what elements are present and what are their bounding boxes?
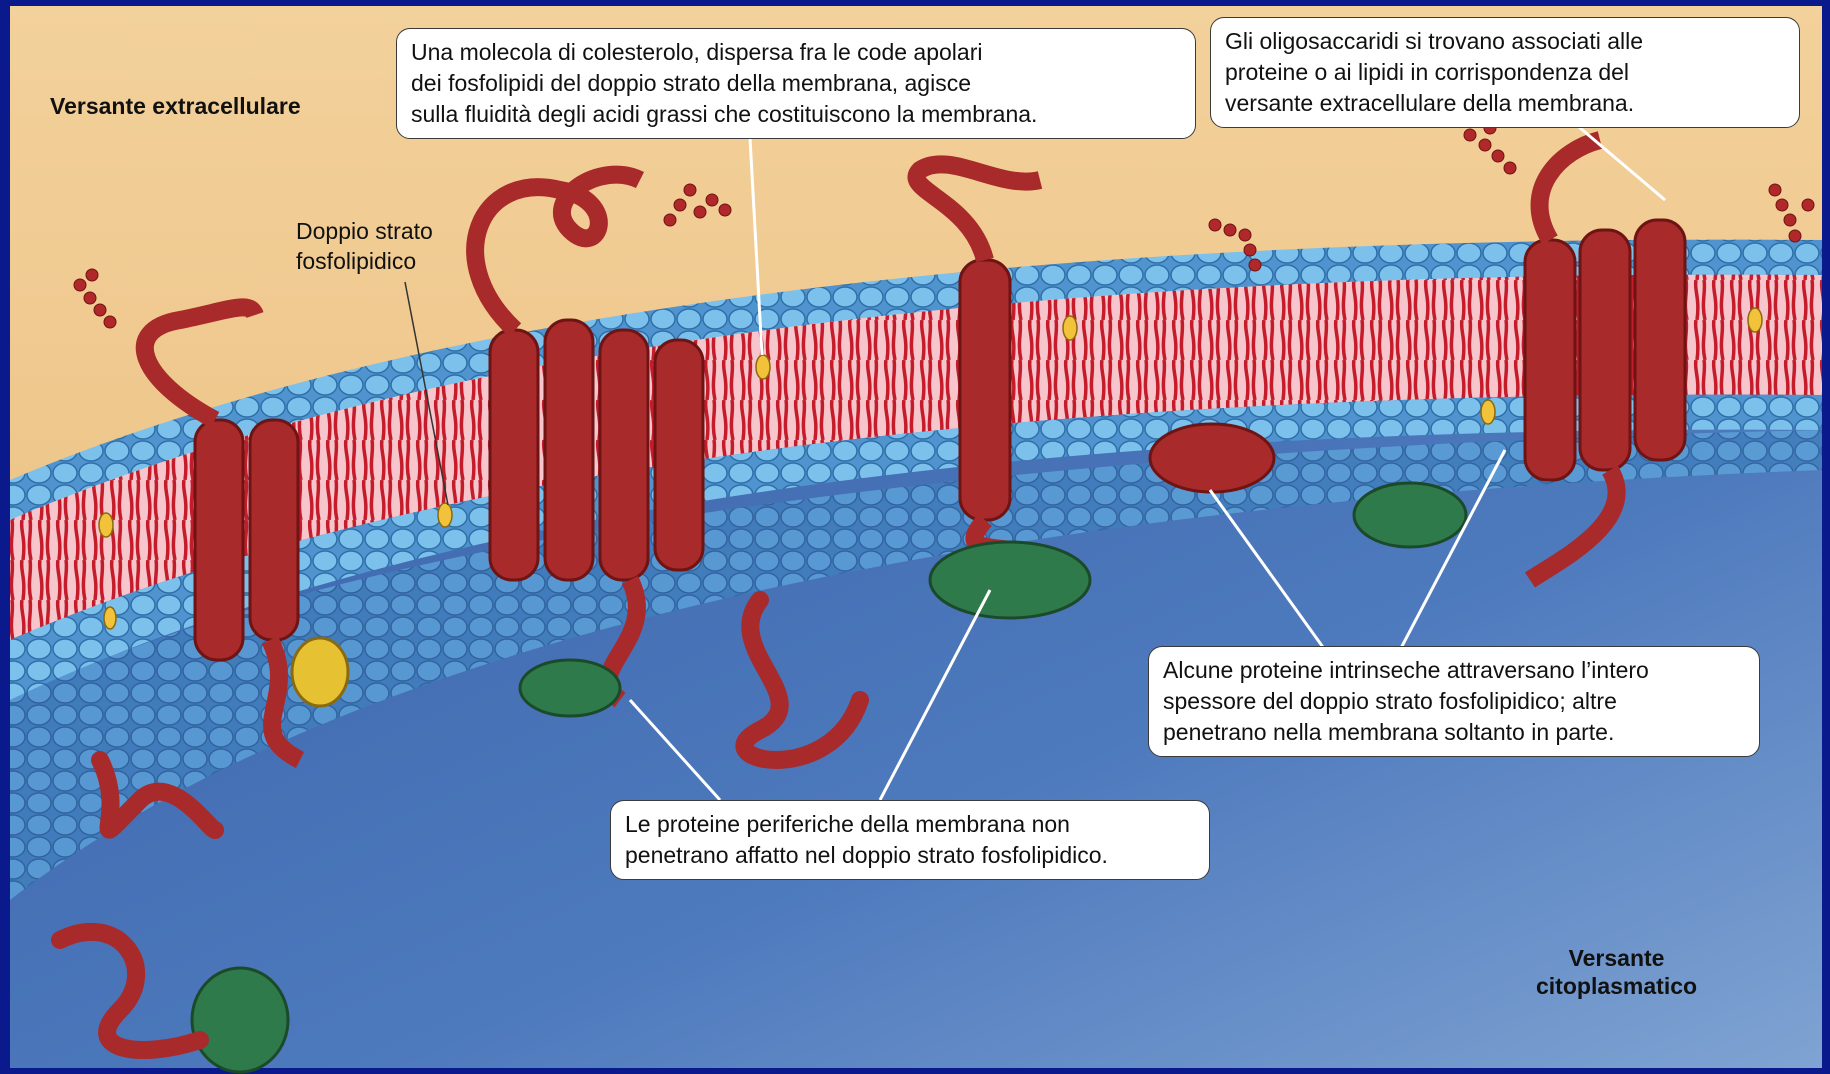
cholesterol-icon	[756, 355, 770, 379]
bilayer-label: Doppio strato fosfolipidico	[296, 216, 433, 276]
cholesterol-icon	[1481, 400, 1495, 424]
peripheral-protein	[192, 968, 288, 1072]
cholesterol-icon	[104, 607, 116, 629]
extracellular-side-label: Versante extracellulare	[50, 92, 301, 120]
cholesterol-icon	[438, 503, 452, 527]
intrinsic-protein-callout: Alcune proteine intrinseche attraversano…	[1148, 646, 1760, 757]
cholesterol-icon	[1063, 316, 1077, 340]
oligosaccharide-callout: Gli oligosaccaridi si trovano associati …	[1210, 17, 1800, 128]
partial-intrinsic-protein	[1150, 424, 1274, 492]
cholesterol-callout: Una molecola di colesterolo, dispersa fr…	[396, 28, 1196, 139]
cholesterol-icon	[1748, 308, 1762, 332]
cholesterol-icon	[99, 513, 113, 537]
cytoplasmic-side-label: Versante citoplasmatico	[1536, 944, 1697, 1000]
peripheral-protein	[1354, 483, 1466, 547]
peripheral-protein-callout: Le proteine periferiche della membrana n…	[610, 800, 1210, 880]
